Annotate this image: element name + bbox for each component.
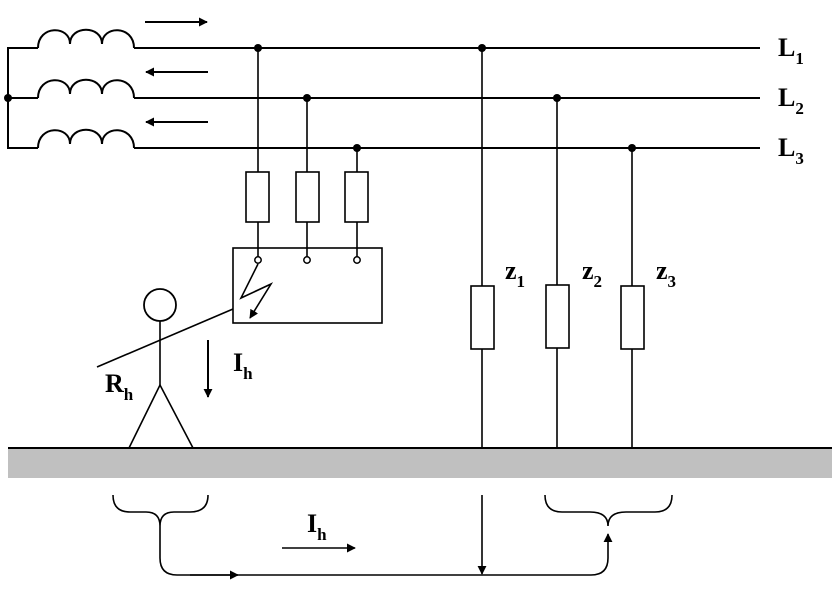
ground-current-label: Ih <box>307 509 327 544</box>
generator-winding-3 <box>37 128 135 149</box>
device-supply-branches <box>245 44 369 258</box>
fuse-1 <box>245 171 270 223</box>
impedance-z1 <box>470 285 495 350</box>
person-head <box>143 288 177 322</box>
earth-ground <box>8 449 832 478</box>
generator-winding-2 <box>37 78 135 99</box>
person-arms <box>96 308 234 368</box>
person-resistance-label: Rh <box>105 369 134 404</box>
right-brace <box>544 494 673 527</box>
person-legs <box>128 383 194 449</box>
ground-return-path <box>112 494 673 580</box>
device-enclosure <box>232 247 383 324</box>
fault-flash-icon <box>239 263 274 319</box>
label-l2: L2 <box>778 83 804 118</box>
generator-star-connection <box>4 47 38 149</box>
label-z2: z2 <box>582 256 602 291</box>
body-current-label: Ih <box>233 348 253 383</box>
impedance-z2 <box>545 284 570 349</box>
terminal-2 <box>303 256 311 264</box>
fuse-3 <box>344 171 369 223</box>
left-brace <box>112 494 209 527</box>
ground-return-current-path <box>159 526 613 576</box>
star-point-node <box>4 94 12 102</box>
person-figure <box>96 288 234 449</box>
impedance-z3 <box>620 285 645 350</box>
terminal-1 <box>254 256 262 264</box>
label-z3: z3 <box>656 256 676 291</box>
label-l3: L3 <box>778 133 804 168</box>
label-l1: L1 <box>778 33 804 68</box>
fuse-2 <box>295 171 320 223</box>
terminal-3 <box>353 256 361 264</box>
generator-winding-1 <box>37 28 135 49</box>
insulation-impedances <box>470 44 645 448</box>
label-z1: z1 <box>505 256 525 291</box>
